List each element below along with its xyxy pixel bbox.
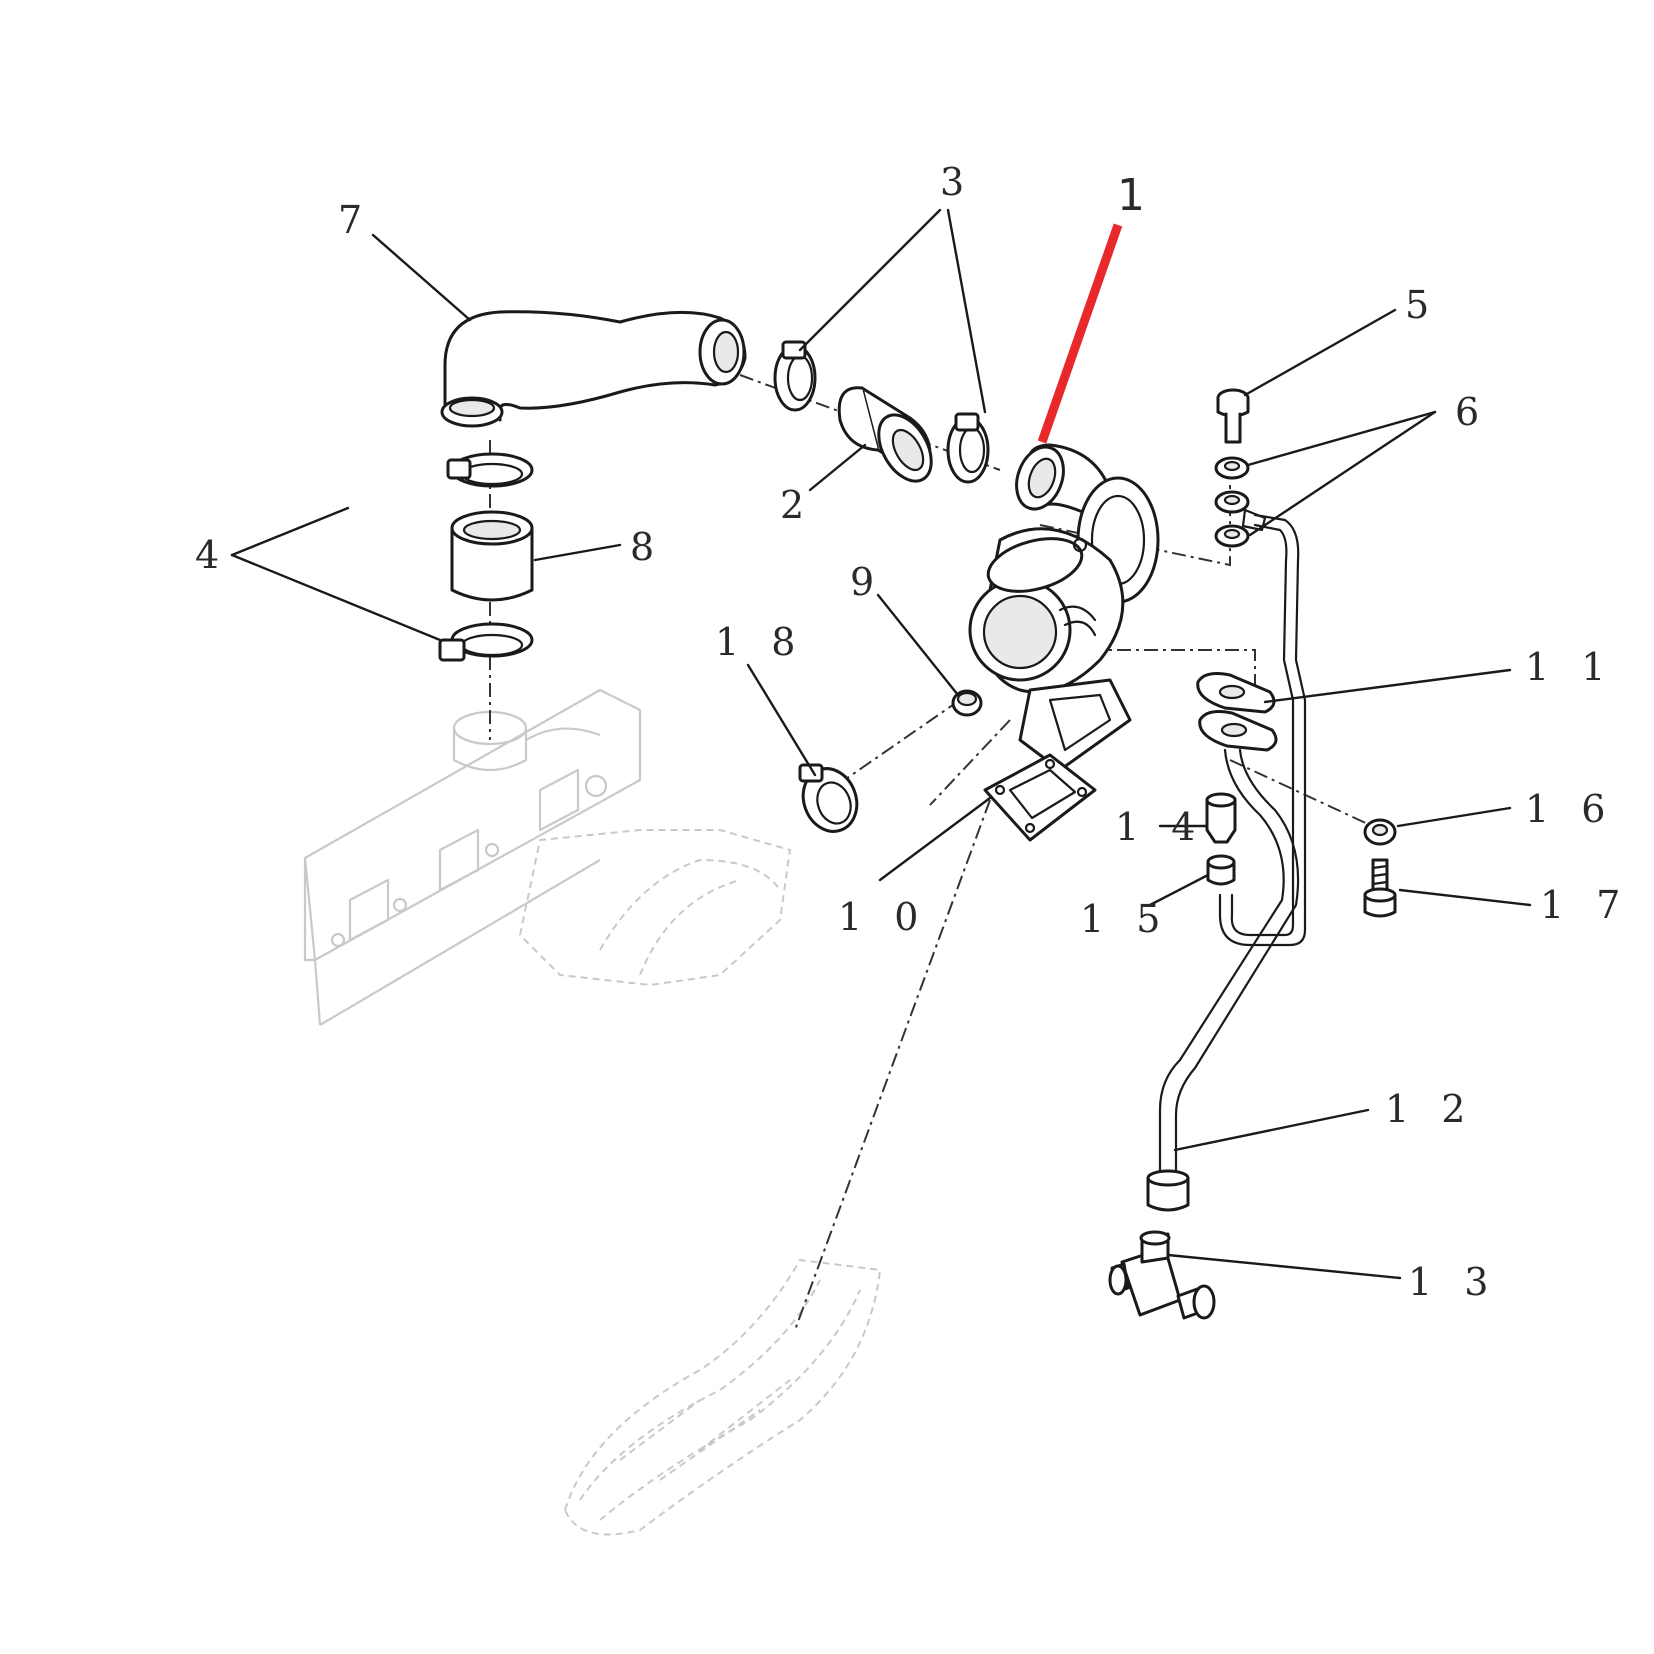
part-6-washer-b	[1214, 490, 1250, 514]
callout-16: 1 6	[1525, 787, 1615, 831]
part-17-bolt	[1363, 858, 1397, 918]
part-18-clamp	[798, 763, 859, 833]
part-16-washer	[1363, 818, 1397, 846]
callout-18: 1 8	[715, 620, 805, 664]
leader-17	[1398, 888, 1532, 907]
leader-3b	[946, 208, 987, 414]
callout-11: 1 1	[1525, 645, 1615, 689]
callout-2: 2	[780, 483, 814, 527]
part-11-flange-a	[1196, 672, 1276, 714]
callout-1: 1	[1117, 170, 1145, 221]
center-lines	[489, 374, 1371, 1331]
part-13-tee-fitting	[1108, 1230, 1216, 1320]
callout-5: 5	[1405, 283, 1439, 327]
callout-15: 1 5	[1080, 897, 1170, 941]
callout-12: 1 2	[1385, 1087, 1475, 1131]
part-6-washer-c	[1214, 524, 1250, 548]
leader-18	[746, 663, 817, 777]
part-3-clamp-a	[773, 340, 817, 412]
callout-14: 1 4	[1115, 805, 1205, 849]
ghost-engine-background	[303, 688, 882, 1536]
part-2-sleeve	[837, 386, 933, 483]
leader-12	[1173, 1108, 1370, 1152]
callout-labels: 1 2 3 4 5 6 7 8 9 1 0 1 1 1 2 1 3 1 4 1 …	[195, 160, 1630, 1304]
callout-6: 6	[1455, 390, 1489, 434]
leader-9	[876, 593, 960, 697]
callout-7: 7	[338, 198, 372, 242]
part-8-sleeve	[450, 510, 534, 602]
part-1-turbocharger	[968, 443, 1160, 772]
leader-6a	[1246, 410, 1437, 467]
part-10-gasket	[983, 753, 1097, 842]
part-3-clamp-b	[946, 412, 990, 484]
part-4-clamp-upper	[446, 452, 534, 488]
leader-7	[371, 233, 472, 322]
leader-8	[533, 543, 622, 562]
leader-10	[878, 796, 992, 882]
leader-2	[808, 443, 867, 492]
leader-5	[1243, 308, 1397, 397]
callout-4: 4	[195, 533, 229, 577]
part-9-nut	[951, 689, 983, 717]
leader-6b	[1248, 410, 1437, 537]
leader-3a	[798, 208, 942, 352]
part-7-elbow-hose	[440, 310, 747, 428]
oil-feed-pipe	[1218, 508, 1307, 947]
callout-9: 9	[850, 560, 884, 604]
part-4-clamp-lower	[438, 622, 534, 662]
leader-15	[1148, 873, 1210, 907]
part-5-bolt	[1216, 388, 1250, 444]
callout-8: 8	[630, 525, 664, 569]
callout-13: 1 3	[1408, 1260, 1498, 1304]
callout-17: 1 7	[1540, 883, 1630, 927]
part-6-washer-a	[1214, 456, 1250, 480]
leader-16	[1396, 806, 1512, 828]
leader-1-highlight	[1037, 223, 1123, 444]
part-15-nut	[1206, 854, 1236, 886]
part-11-flange-b	[1198, 710, 1278, 752]
leader-4a	[230, 506, 350, 557]
part-12-oil-return-pipe	[1146, 748, 1300, 1212]
leader-11	[1263, 668, 1512, 704]
part-14-fitting	[1205, 792, 1237, 844]
leader-4b	[230, 553, 442, 642]
leader-lines	[230, 208, 1532, 1280]
leader-13	[1166, 1253, 1402, 1280]
callout-10: 1 0	[838, 895, 928, 939]
callout-3: 3	[940, 160, 974, 204]
